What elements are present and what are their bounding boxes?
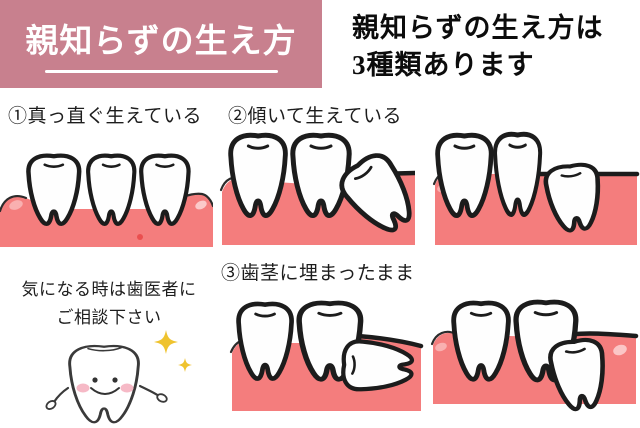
title-banner: 親知らずの生え方	[0, 0, 322, 88]
hand	[45, 400, 57, 410]
consult-line2: ご相談下さい	[56, 308, 162, 327]
hand	[156, 393, 168, 403]
subtitle-line1: 親知らずの生え方は	[352, 13, 604, 43]
illustration-tilted-partial	[432, 128, 640, 245]
gum-highlight	[9, 200, 23, 210]
tooth-icon	[231, 135, 286, 215]
subtitle-line2: 3種類あります	[352, 50, 535, 80]
gum-dot	[137, 234, 143, 240]
section-label-tilted: ②傾いて生えている	[228, 106, 402, 127]
sparkle-icon	[154, 330, 178, 354]
tooth-icon	[239, 304, 292, 379]
title-underline	[44, 70, 278, 73]
gum-highlight	[435, 342, 447, 352]
cheek	[120, 383, 134, 393]
illustration-straight	[0, 135, 213, 247]
tooth-icon	[438, 135, 492, 215]
tooth-icon	[28, 156, 79, 224]
page-title: 親知らずの生え方	[25, 22, 297, 59]
sparkle-icon	[178, 358, 192, 372]
cheek	[76, 383, 90, 393]
consult-line1: 気になる時は歯医者に	[21, 280, 197, 299]
illustration-tilted	[219, 128, 415, 245]
illustration-buried-horizontal	[229, 295, 424, 411]
illustration-buried-tilted	[430, 295, 639, 428]
tooth-character-icon	[45, 330, 192, 424]
tooth-icon	[454, 303, 509, 379]
tooth-icon	[88, 156, 134, 224]
smile	[90, 387, 120, 395]
tooth-icon	[141, 156, 188, 224]
tooth-icon	[495, 134, 540, 214]
section-label-buried: ③歯茎に埋まったまま	[221, 263, 415, 284]
eye	[112, 377, 118, 383]
section-label-straight: ①真っ直ぐ生えている	[8, 106, 203, 127]
subtitle: 親知らずの生え方は 3種類あります	[352, 10, 632, 84]
tooth-icon	[293, 135, 349, 215]
consult-text: 気になる時は歯医者に ご相談下さい	[0, 276, 218, 332]
gum-highlight	[195, 200, 207, 210]
eye	[92, 377, 98, 383]
gum-highlight	[613, 344, 627, 356]
